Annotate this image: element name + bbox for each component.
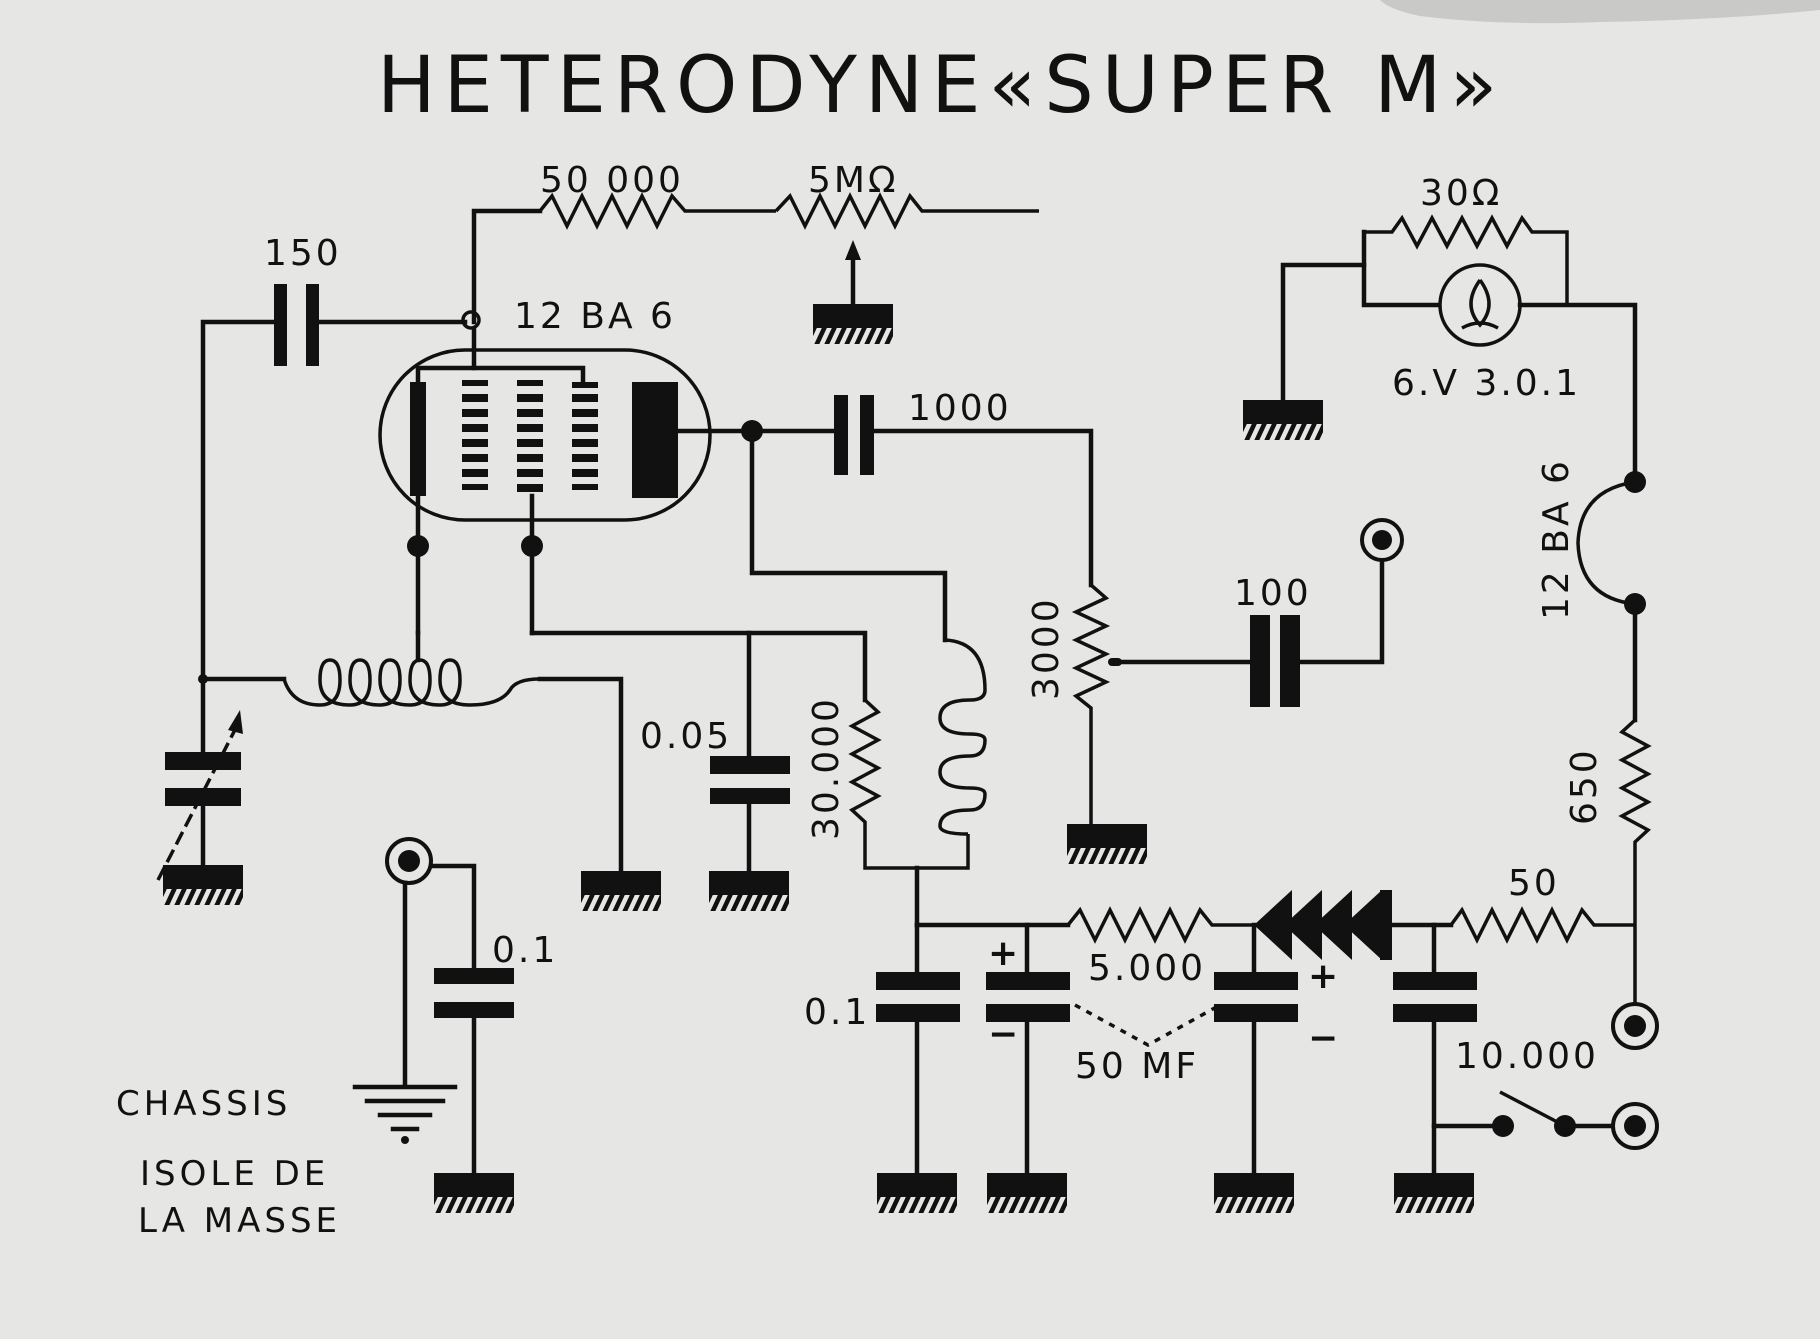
chassis-isolation: 0.1 CHASSIS ISOLE DE LA MASSE	[116, 837, 558, 1241]
label-30000: 30.000	[806, 696, 847, 840]
minus-sign-2: −	[1308, 1018, 1338, 1059]
label-3000: 3000	[1026, 596, 1067, 700]
earth-ground-icon	[352, 1084, 458, 1132]
plate-resistor-chain: 50 000 5MΩ	[471, 160, 1039, 344]
label-filter-0-1: 0.1	[804, 992, 870, 1033]
oscillator-coil	[282, 658, 541, 707]
tube-12ba6: 12 BA 6	[378, 296, 712, 636]
label-isole-de: ISOLE DE	[140, 1154, 329, 1194]
plus-sign: +	[988, 933, 1018, 974]
tube-anode	[632, 382, 678, 498]
label-0-05: 0.05	[640, 716, 732, 757]
resistor-650	[1618, 718, 1652, 1004]
potentiometer-3000	[1071, 583, 1111, 824]
label-5mohm: 5MΩ	[808, 160, 898, 201]
grid-capacitor-150: 150	[200, 233, 481, 682]
lamp-icon	[1438, 263, 1522, 347]
load-coil	[938, 638, 987, 836]
label-650: 650	[1564, 747, 1605, 825]
label-lamp: 6.V 3.0.1	[1392, 363, 1581, 404]
label-150: 150	[264, 233, 342, 274]
minus-sign: −	[988, 1014, 1018, 1055]
resistor-5000	[1066, 906, 1254, 944]
tube-grid-2	[517, 380, 543, 492]
label-50mf: 50 MF	[1075, 1046, 1199, 1087]
resistor-50	[1449, 906, 1635, 944]
screen-network: 0.05 30.000	[529, 428, 987, 928]
label-30ohm: 30Ω	[1420, 173, 1502, 214]
ground-symbol	[813, 304, 893, 344]
label-5000: 5.000	[1088, 948, 1206, 989]
label-100: 100	[1234, 573, 1312, 614]
resistor-30000	[848, 698, 970, 870]
filament-string: 12 BA 6 650	[1536, 458, 1652, 1004]
resistor-30ohm	[1364, 214, 1569, 305]
label-chassis: CHASSIS	[116, 1084, 291, 1124]
label-50000: 50 000	[540, 160, 684, 201]
label-50: 50	[1508, 863, 1560, 904]
resistor-50000	[538, 192, 776, 230]
diagram-title: HETERODYNE«SUPER M»	[377, 41, 1505, 131]
output-network: 3000 100	[1026, 518, 1404, 864]
label-tube-12ba6: 12 BA 6	[514, 296, 676, 337]
pilot-lamp-circuit: 30Ω 6.V 3.0.1	[1243, 173, 1638, 483]
plus-sign-2: +	[1308, 956, 1338, 997]
paper-stain	[1380, 0, 1820, 24]
selenium-rectifier-icon	[1254, 890, 1392, 960]
label-filament-12ba6: 12 BA 6	[1536, 458, 1577, 620]
label-10000: 10.000	[1455, 1036, 1599, 1077]
oscillator-tank	[156, 630, 661, 911]
label-chassis-cap-0-1: 0.1	[492, 930, 558, 971]
coupling-capacitor-1000: 1000	[675, 388, 1094, 588]
tube-grid-3	[572, 382, 598, 490]
label-la-masse: LA MASSE	[138, 1201, 341, 1241]
label-1000: 1000	[908, 388, 1012, 429]
potentiometer-5m	[774, 192, 1039, 230]
tube-grid-1	[462, 380, 488, 490]
power-supply: 50 0.1 + − + − 5.000 50 MF	[804, 863, 1659, 1213]
